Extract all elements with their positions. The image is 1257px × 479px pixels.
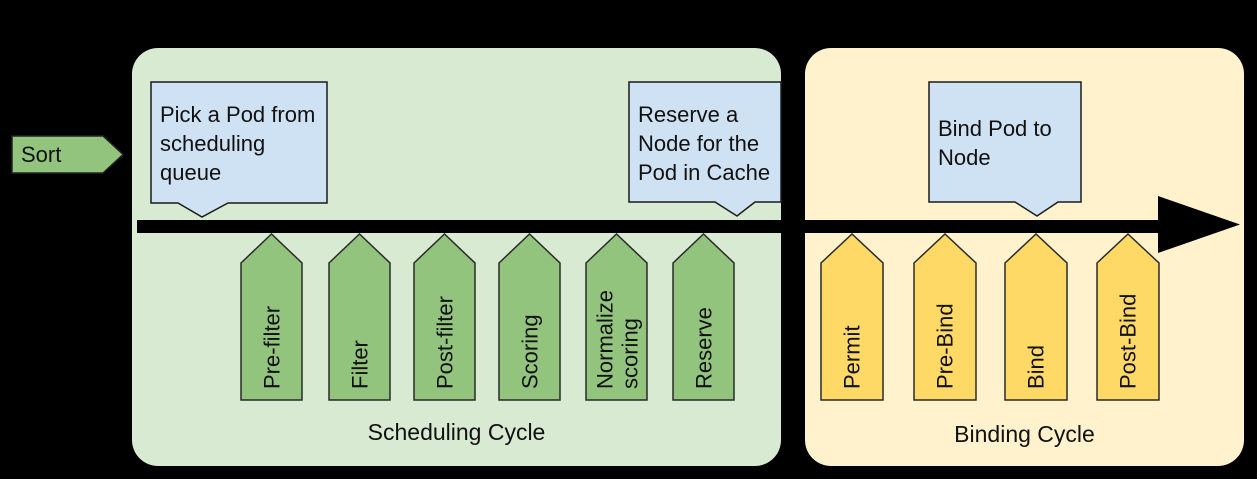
extension-point-normalize-scoring: Normalize scoring [585,233,648,401]
callout-pick-pod-text: Pick a Pod from scheduling queue [160,101,316,185]
extension-point-label: Pre-filter [259,305,284,389]
up-arrow-shape [240,233,303,401]
callout-bind-pod-text: Bind Pod to Node [938,116,1052,170]
binding-cycle-title: Binding Cycle [954,421,1095,447]
extension-point-label: Filter [347,340,372,389]
callout-reserve-node: Reserve a Node for the Pod in Cache [628,81,782,218]
sort-arrow-label: Sort [21,141,62,167]
extension-point-bind: Bind [1004,233,1068,401]
callout-pick-pod: Pick a Pod from scheduling queue [150,81,328,219]
extension-point-reserve: Reserve [672,233,735,401]
extension-point-label: Reserve [691,307,716,389]
callout-reserve-node-text: Reserve a Node for the Pod in Cache [638,101,771,185]
up-arrow-shape [413,233,476,401]
flow-arrow [137,196,1240,253]
extension-point-post-filter: Post-filter [413,233,476,401]
up-arrow-shape [1096,233,1160,401]
up-arrow-shape [672,233,735,401]
up-arrow-shape [1004,233,1068,401]
extension-point-pre-filter: Pre-filter [240,233,303,401]
extension-point-label: Post-Bind [1115,293,1141,389]
scheduling-cycle-title: Scheduling Cycle [367,419,546,445]
up-arrow-shape [498,233,561,401]
extension-point-filter: Filter [328,233,391,401]
extension-point-post-bind: Post-Bind [1096,233,1160,401]
up-arrow-shape [913,233,977,401]
sort-arrow-shape [11,135,124,174]
callout-reserve-node-shape [628,81,782,217]
up-arrow-shape [585,233,648,401]
extension-point-label: Scoring [517,314,542,389]
extension-point-label: Bind [1023,344,1049,389]
extension-point-label: Post-filter [432,296,457,389]
extension-point-label: Normalize scoring [591,289,642,389]
callout-pick-pod-shape [150,81,328,218]
sort-arrow: Sort [11,135,124,174]
up-arrow-shape [820,233,884,401]
extension-point-label: Pre-Bind [932,303,958,389]
extension-point-permit: Permit [820,233,884,401]
extension-point-scoring: Scoring [498,233,561,401]
callout-bind-pod: Bind Pod to Node [928,81,1082,218]
up-arrow-shape [328,233,391,401]
extension-point-label: Permit [839,325,865,389]
extension-point-pre-bind: Pre-Bind [913,233,977,401]
callout-bind-pod-shape [928,81,1082,217]
